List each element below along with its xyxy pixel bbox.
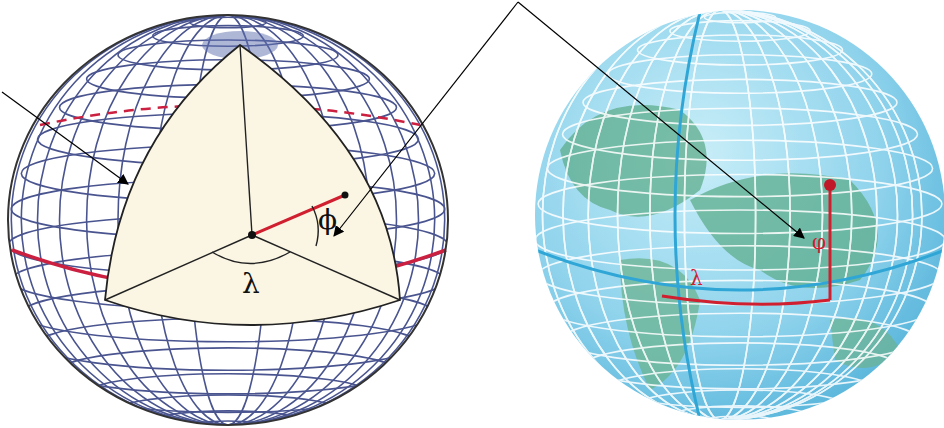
longitude-symbol: λ	[690, 268, 703, 288]
latitude-symbol: φ	[812, 232, 826, 252]
leader-line	[334, 2, 518, 236]
earth-globe	[518, 10, 944, 427]
latitude-symbol: ϕ	[318, 206, 337, 234]
wireframe-globe	[8, 15, 448, 428]
longitude-symbol: λ	[242, 270, 260, 298]
leader-line	[2, 92, 128, 184]
leader-line	[518, 2, 804, 238]
